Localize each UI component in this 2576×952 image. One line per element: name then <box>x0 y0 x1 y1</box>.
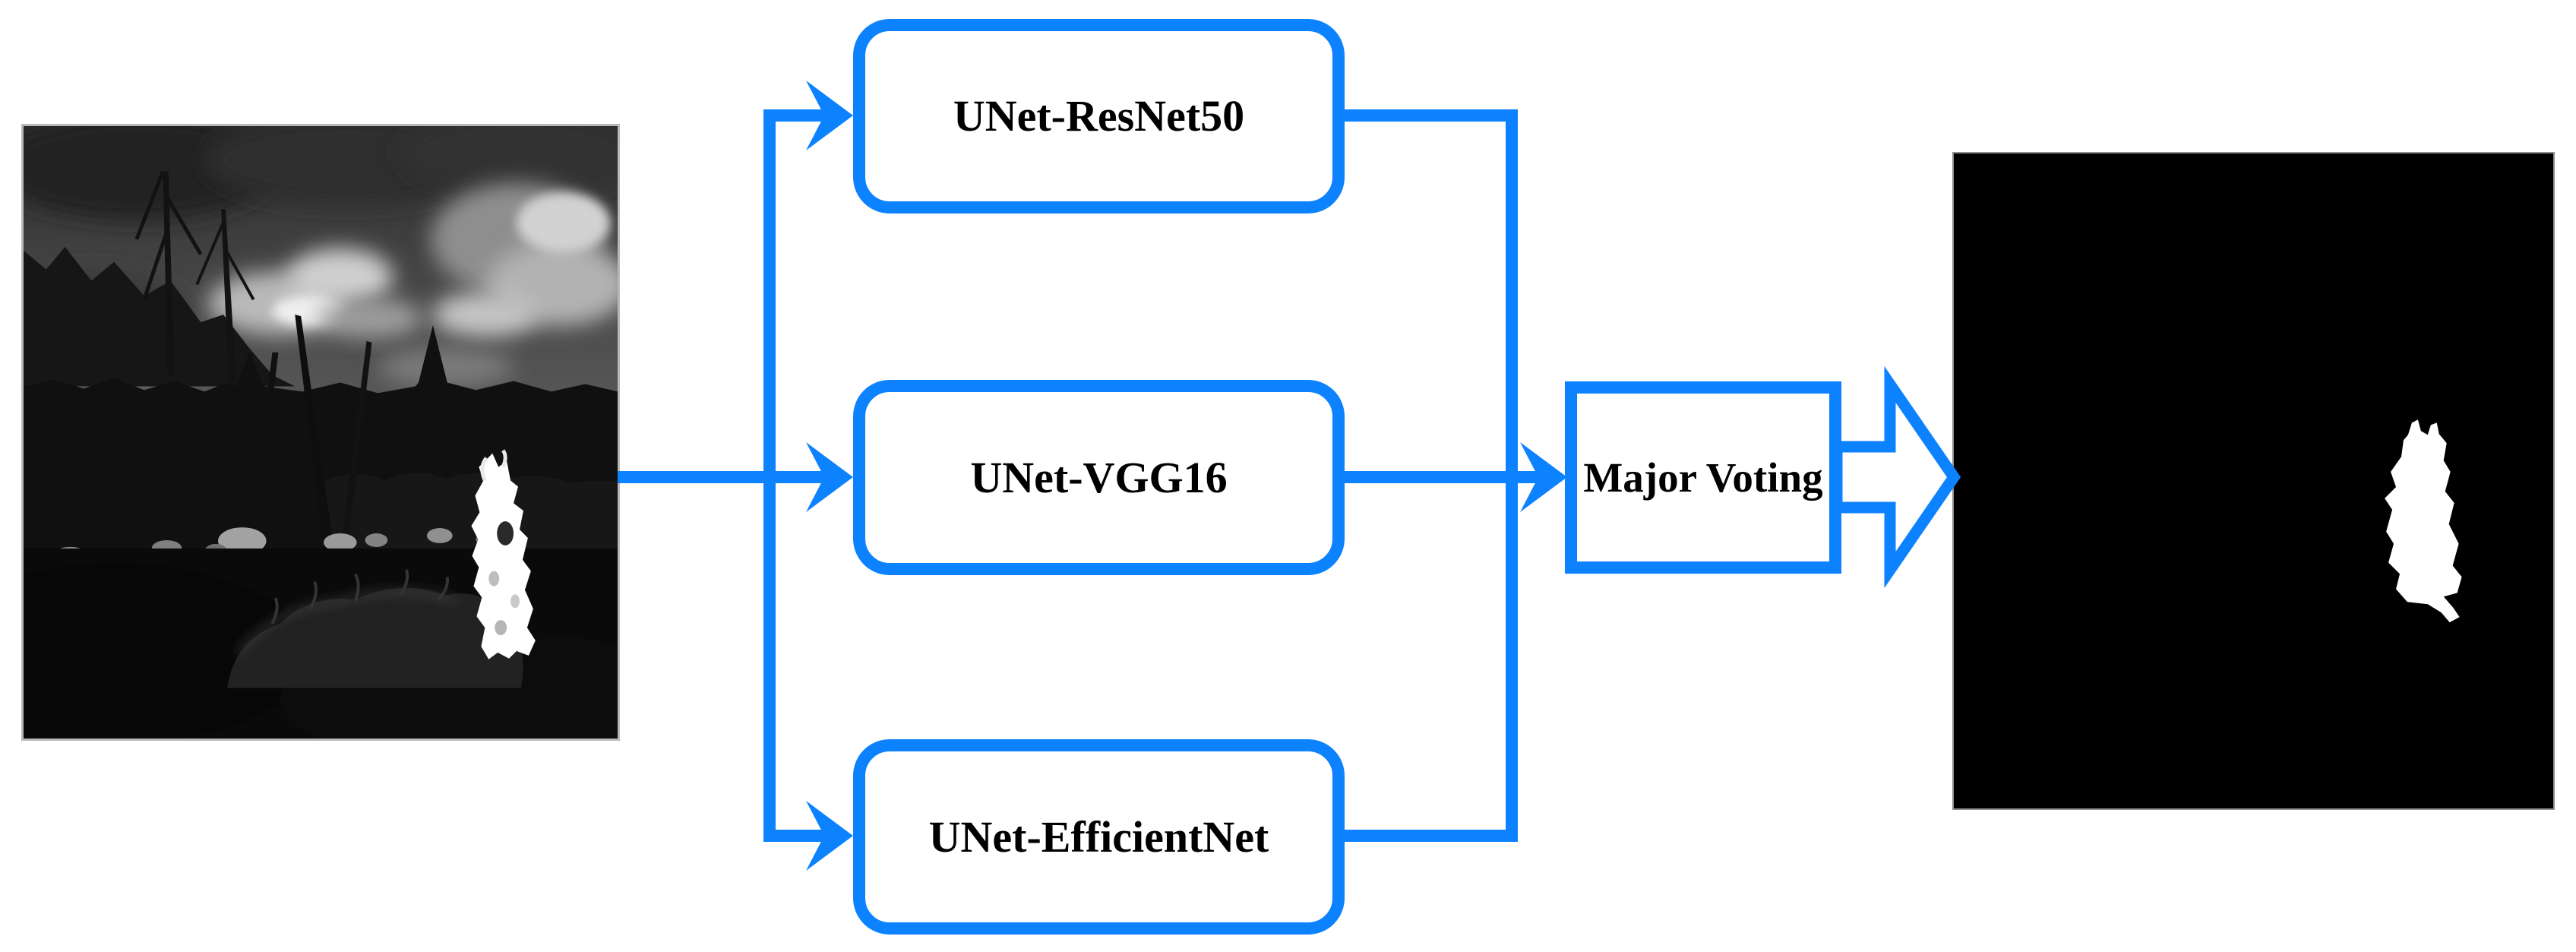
model-box-unet-efficientnet: UNet-EfficientNet <box>853 739 1345 935</box>
fire-scene-illustration <box>24 126 618 739</box>
model-label: UNet-EfficientNet <box>928 811 1269 862</box>
model-box-unet-resnet50: UNet-ResNet50 <box>853 19 1345 213</box>
arrowhead-model-3 <box>806 801 853 871</box>
model-box-unet-vgg16: UNet-VGG16 <box>853 380 1345 575</box>
block-arrow-output <box>1831 365 1961 589</box>
model-label: UNet-VGG16 <box>970 452 1228 502</box>
arrowhead-model-1 <box>806 81 853 150</box>
splitter-branches <box>763 109 830 842</box>
major-voting-box: Major Voting <box>1565 381 1841 574</box>
input-photo <box>21 124 620 741</box>
segmentation-mask-illustration <box>1954 153 2553 808</box>
collector-branches <box>1345 109 1518 842</box>
model-label: UNet-ResNet50 <box>953 91 1245 141</box>
arrowhead-model-2 <box>806 442 853 512</box>
arrowhead-voting <box>1520 442 1567 512</box>
major-voting-label: Major Voting <box>1583 454 1823 501</box>
output-mask <box>1952 152 2555 810</box>
